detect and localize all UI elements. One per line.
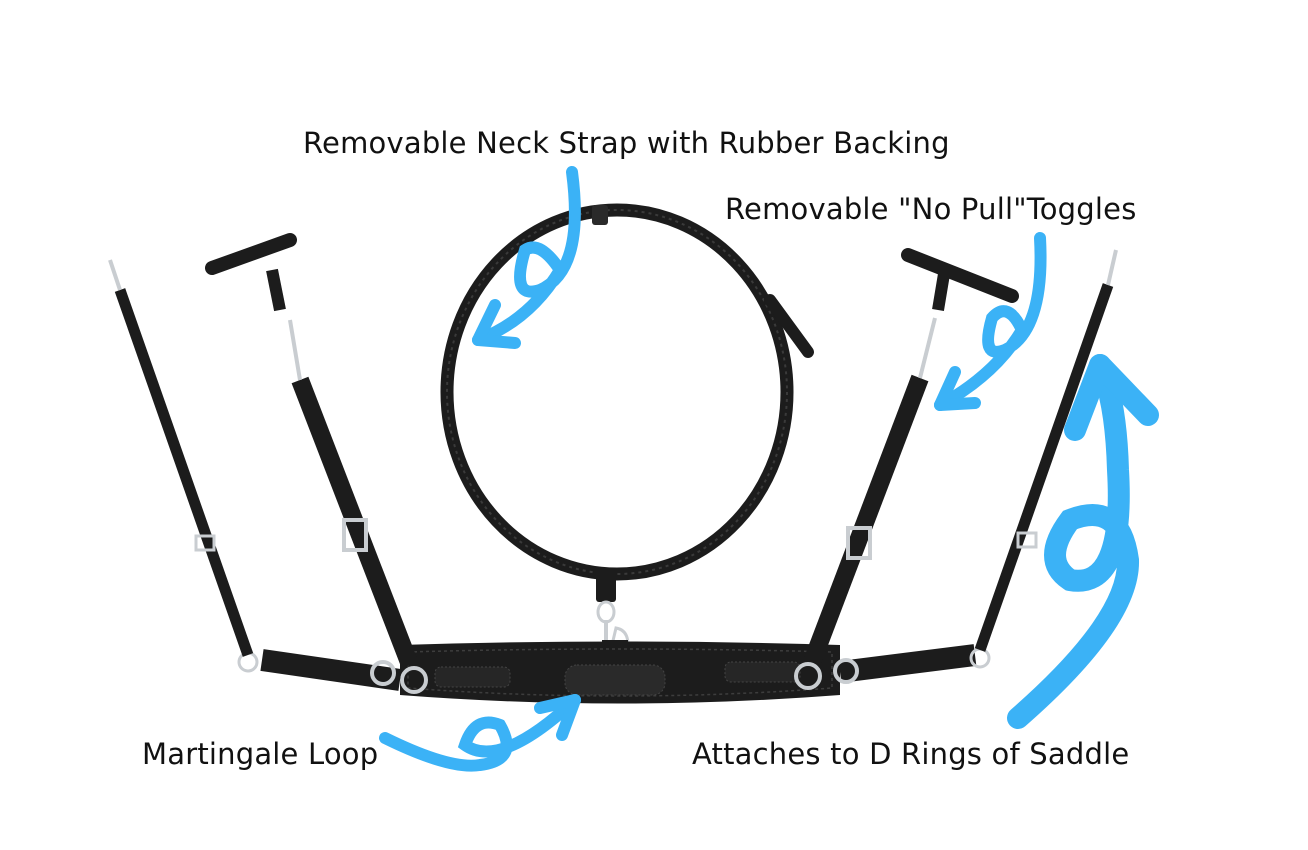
- arrow-neck-strap-icon: [472, 166, 581, 349]
- label-d-rings: Attaches to D Rings of Saddle: [692, 737, 1130, 771]
- arrow-martingale-icon: [379, 694, 581, 772]
- arrow-toggles-icon: [934, 232, 1047, 411]
- label-neck-strap: Removable Neck Strap with Rubber Backing: [303, 126, 950, 160]
- toggle-straps: [205, 233, 1019, 669]
- neck-strap: [440, 203, 814, 581]
- label-martingale-loop: Martingale Loop: [142, 737, 379, 771]
- label-toggles: Removable "No Pull"Toggles: [725, 192, 1137, 226]
- arrow-d-rings-icon: [1007, 354, 1159, 729]
- breastplate-band: [400, 641, 840, 704]
- side-straps: [108, 249, 1118, 691]
